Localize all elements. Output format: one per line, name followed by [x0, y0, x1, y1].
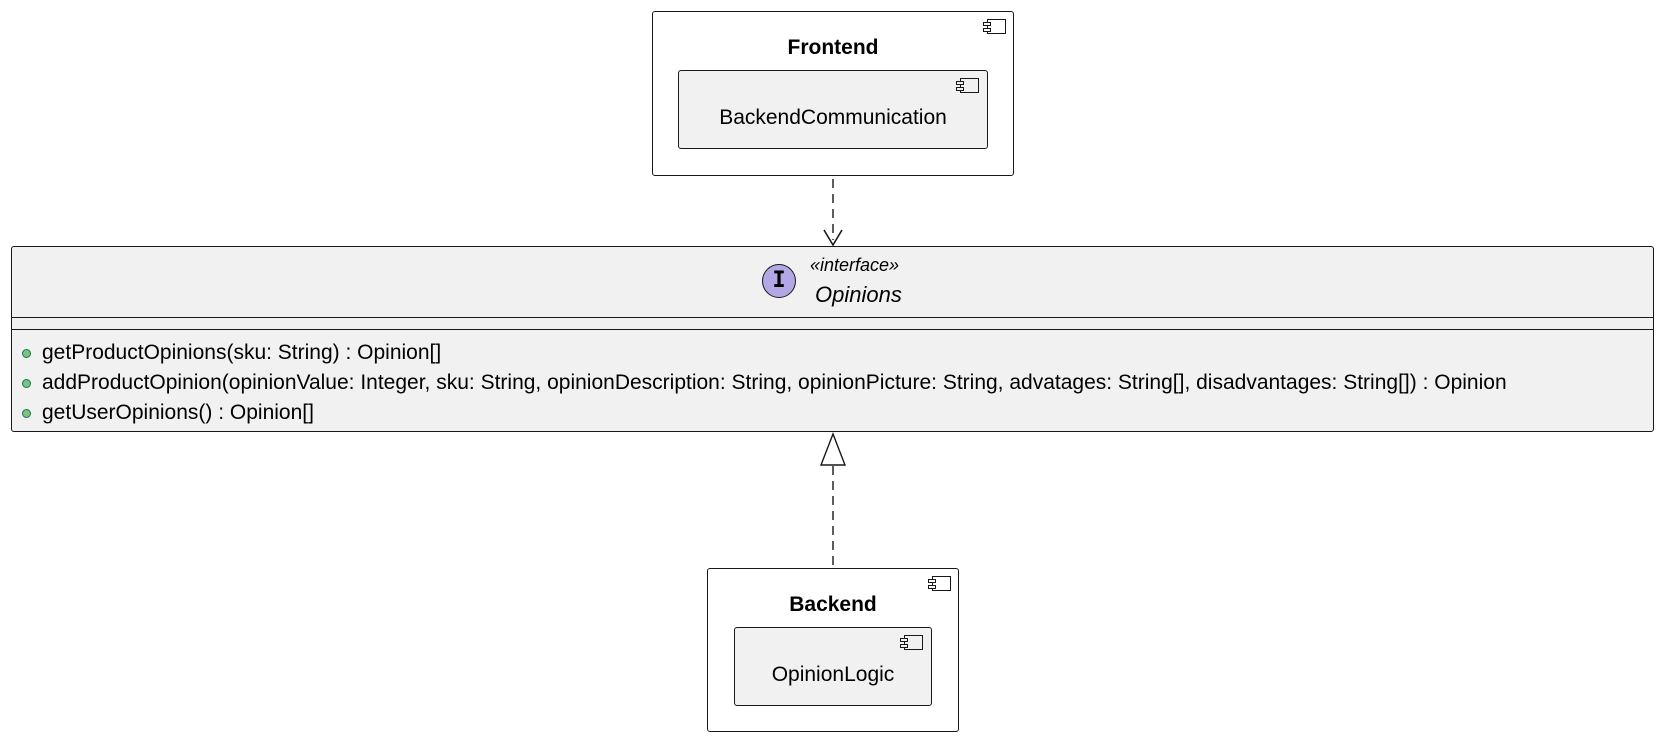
- attributes-divider: [12, 317, 1653, 318]
- backend-title: Backend: [789, 593, 877, 616]
- interface-name: Opinions: [815, 282, 902, 307]
- component-icon: [956, 78, 980, 94]
- frontend-package[interactable]: Frontend BackendCommunication: [652, 11, 1014, 176]
- public-method-icon: [22, 348, 31, 358]
- open-arrowhead: [819, 432, 847, 466]
- method-signature: addProductOpinion(opinionValue: Integer,…: [42, 371, 1507, 394]
- methods-divider: [12, 329, 1653, 330]
- dependency-arrowhead: [823, 229, 843, 247]
- opinion-logic-component[interactable]: OpinionLogic: [734, 627, 932, 706]
- method-row[interactable]: addProductOpinion(opinionValue: Integer,…: [22, 370, 1507, 396]
- backend-package[interactable]: Backend OpinionLogic: [707, 568, 959, 732]
- backend-communication-label: BackendCommunication: [719, 106, 947, 129]
- interface-stereotype: «interface»: [810, 255, 900, 275]
- method-row[interactable]: getUserOpinions() : Opinion[]: [22, 400, 314, 426]
- method-row[interactable]: getProductOpinions(sku: String) : Opinio…: [22, 340, 441, 366]
- public-method-icon: [22, 408, 31, 418]
- public-method-icon: [22, 378, 31, 388]
- opinions-interface[interactable]: I «interface» Opinions getProductOpinion…: [11, 246, 1654, 432]
- component-icon: [983, 19, 1007, 35]
- frontend-title: Frontend: [787, 36, 879, 59]
- backend-communication-component[interactable]: BackendCommunication: [678, 70, 988, 149]
- method-signature: getUserOpinions() : Opinion[]: [42, 401, 314, 424]
- component-icon: [928, 576, 952, 592]
- opinion-logic-label: OpinionLogic: [771, 663, 895, 686]
- method-signature: getProductOpinions(sku: String) : Opinio…: [42, 341, 442, 364]
- interface-badge-icon: I: [762, 264, 796, 298]
- component-icon: [900, 635, 924, 651]
